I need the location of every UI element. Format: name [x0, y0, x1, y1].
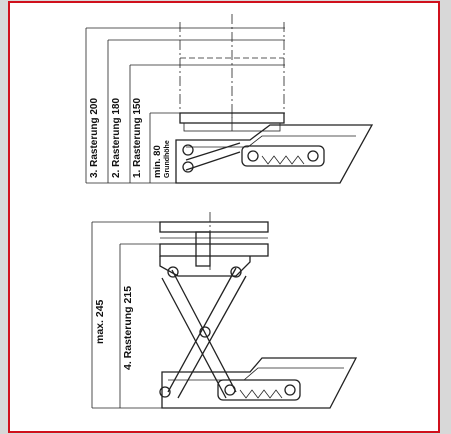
pivot-circle: [182, 161, 194, 173]
spindle-slot-bottom: [217, 379, 301, 401]
pivot-circle: [182, 144, 194, 156]
folded-arm-a: [185, 142, 241, 161]
scissor-arm-c: [167, 267, 237, 393]
raised-jack-view: [91, 212, 358, 409]
scissor-arm-d: [177, 275, 247, 399]
label-max-245: max. 245: [94, 299, 106, 344]
pivot-circle: [247, 150, 259, 162]
head-plate-top-raised: [159, 221, 269, 233]
spindle-thread-bottom: [239, 389, 283, 399]
head-plate-lower-raised: [159, 243, 269, 257]
base-wedge-bottom: [161, 357, 358, 409]
label-rasterung-180: 2. Rasterung 180: [111, 98, 122, 178]
pivot-circle: [307, 150, 319, 162]
scissor-arm-a: [171, 269, 237, 393]
lowered-jack-view: [85, 14, 374, 184]
label-rasterung-200: 3. Rasterung 200: [89, 98, 100, 178]
pivot-circle: [224, 384, 236, 396]
base-wedge-top: [175, 124, 374, 184]
folded-arm-b: [185, 151, 241, 171]
pivot-circle: [230, 266, 242, 278]
label-rasterung-150: 1. Rasterung 150: [132, 98, 143, 178]
scissor-arm-b: [161, 277, 227, 399]
top-bracket: [159, 256, 251, 277]
diagram-frame: [8, 1, 440, 433]
pivot-circle: [167, 266, 179, 278]
label-grundhoehe: Grundhöhe: [164, 140, 171, 178]
spindle-slot-top: [241, 145, 325, 167]
pivot-circle: [284, 384, 296, 396]
label-min-80: min. 80: [152, 145, 163, 178]
spindle-thread-top: [261, 155, 305, 165]
label-rasterung-215: 4. Rasterung 215: [122, 286, 134, 370]
center-pivot: [199, 326, 211, 338]
spindle-column: [195, 231, 211, 267]
pivot-circle: [159, 386, 171, 398]
